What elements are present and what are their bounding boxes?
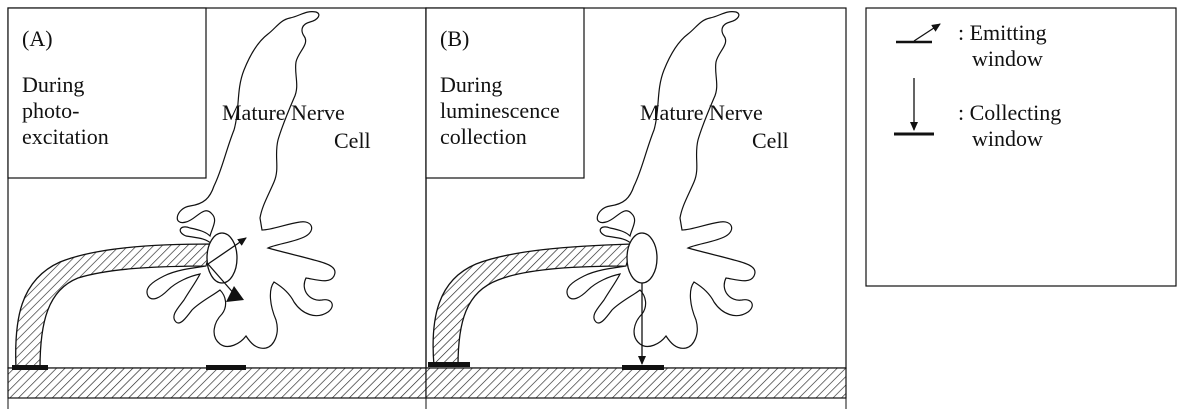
panel-a-caption-line-1: During: [22, 72, 84, 98]
legend-collecting-line-1: : Collecting: [958, 100, 1061, 126]
panel-b-cell-label-line-2: Cell: [752, 128, 789, 154]
legend-emitting-line-2: window: [972, 46, 1043, 72]
panel-a-caption-line-3: excitation: [22, 124, 109, 150]
panel-a: [8, 8, 426, 409]
legend-emitting-line-1: : Emitting: [958, 20, 1047, 46]
panel-b-substrate: [426, 368, 846, 398]
panel-a-caption-line-2: photo-: [22, 98, 79, 124]
emitting-window-icon: [896, 24, 940, 42]
legend-collecting-line-2: window: [972, 126, 1043, 152]
panel-b-caption-line-1: During: [440, 72, 502, 98]
panel-a-soma: [207, 233, 237, 283]
panel-b-label: (B): [440, 26, 469, 52]
panel-b: [426, 8, 846, 409]
panel-a-window-left: [12, 365, 48, 370]
panel-b-window-mid: [622, 365, 664, 370]
panel-a-label: (A): [22, 26, 53, 52]
panel-b-soma: [627, 233, 657, 283]
panel-a-cell-label-line-1: Mature Nerve: [222, 100, 345, 126]
panel-b-nerve-cell: [567, 12, 755, 349]
panel-b-caption-line-3: collection: [440, 124, 527, 150]
panel-a-window-mid: [206, 365, 246, 370]
panel-a-substrate: [8, 368, 426, 398]
panel-a-cell-label-line-2: Cell: [334, 128, 371, 154]
collecting-window-icon: [894, 78, 934, 134]
panel-b-caption-line-2: luminescence: [440, 98, 560, 124]
panel-b-cell-label-line-1: Mature Nerve: [640, 100, 763, 126]
panel-b-window-left: [428, 362, 470, 367]
